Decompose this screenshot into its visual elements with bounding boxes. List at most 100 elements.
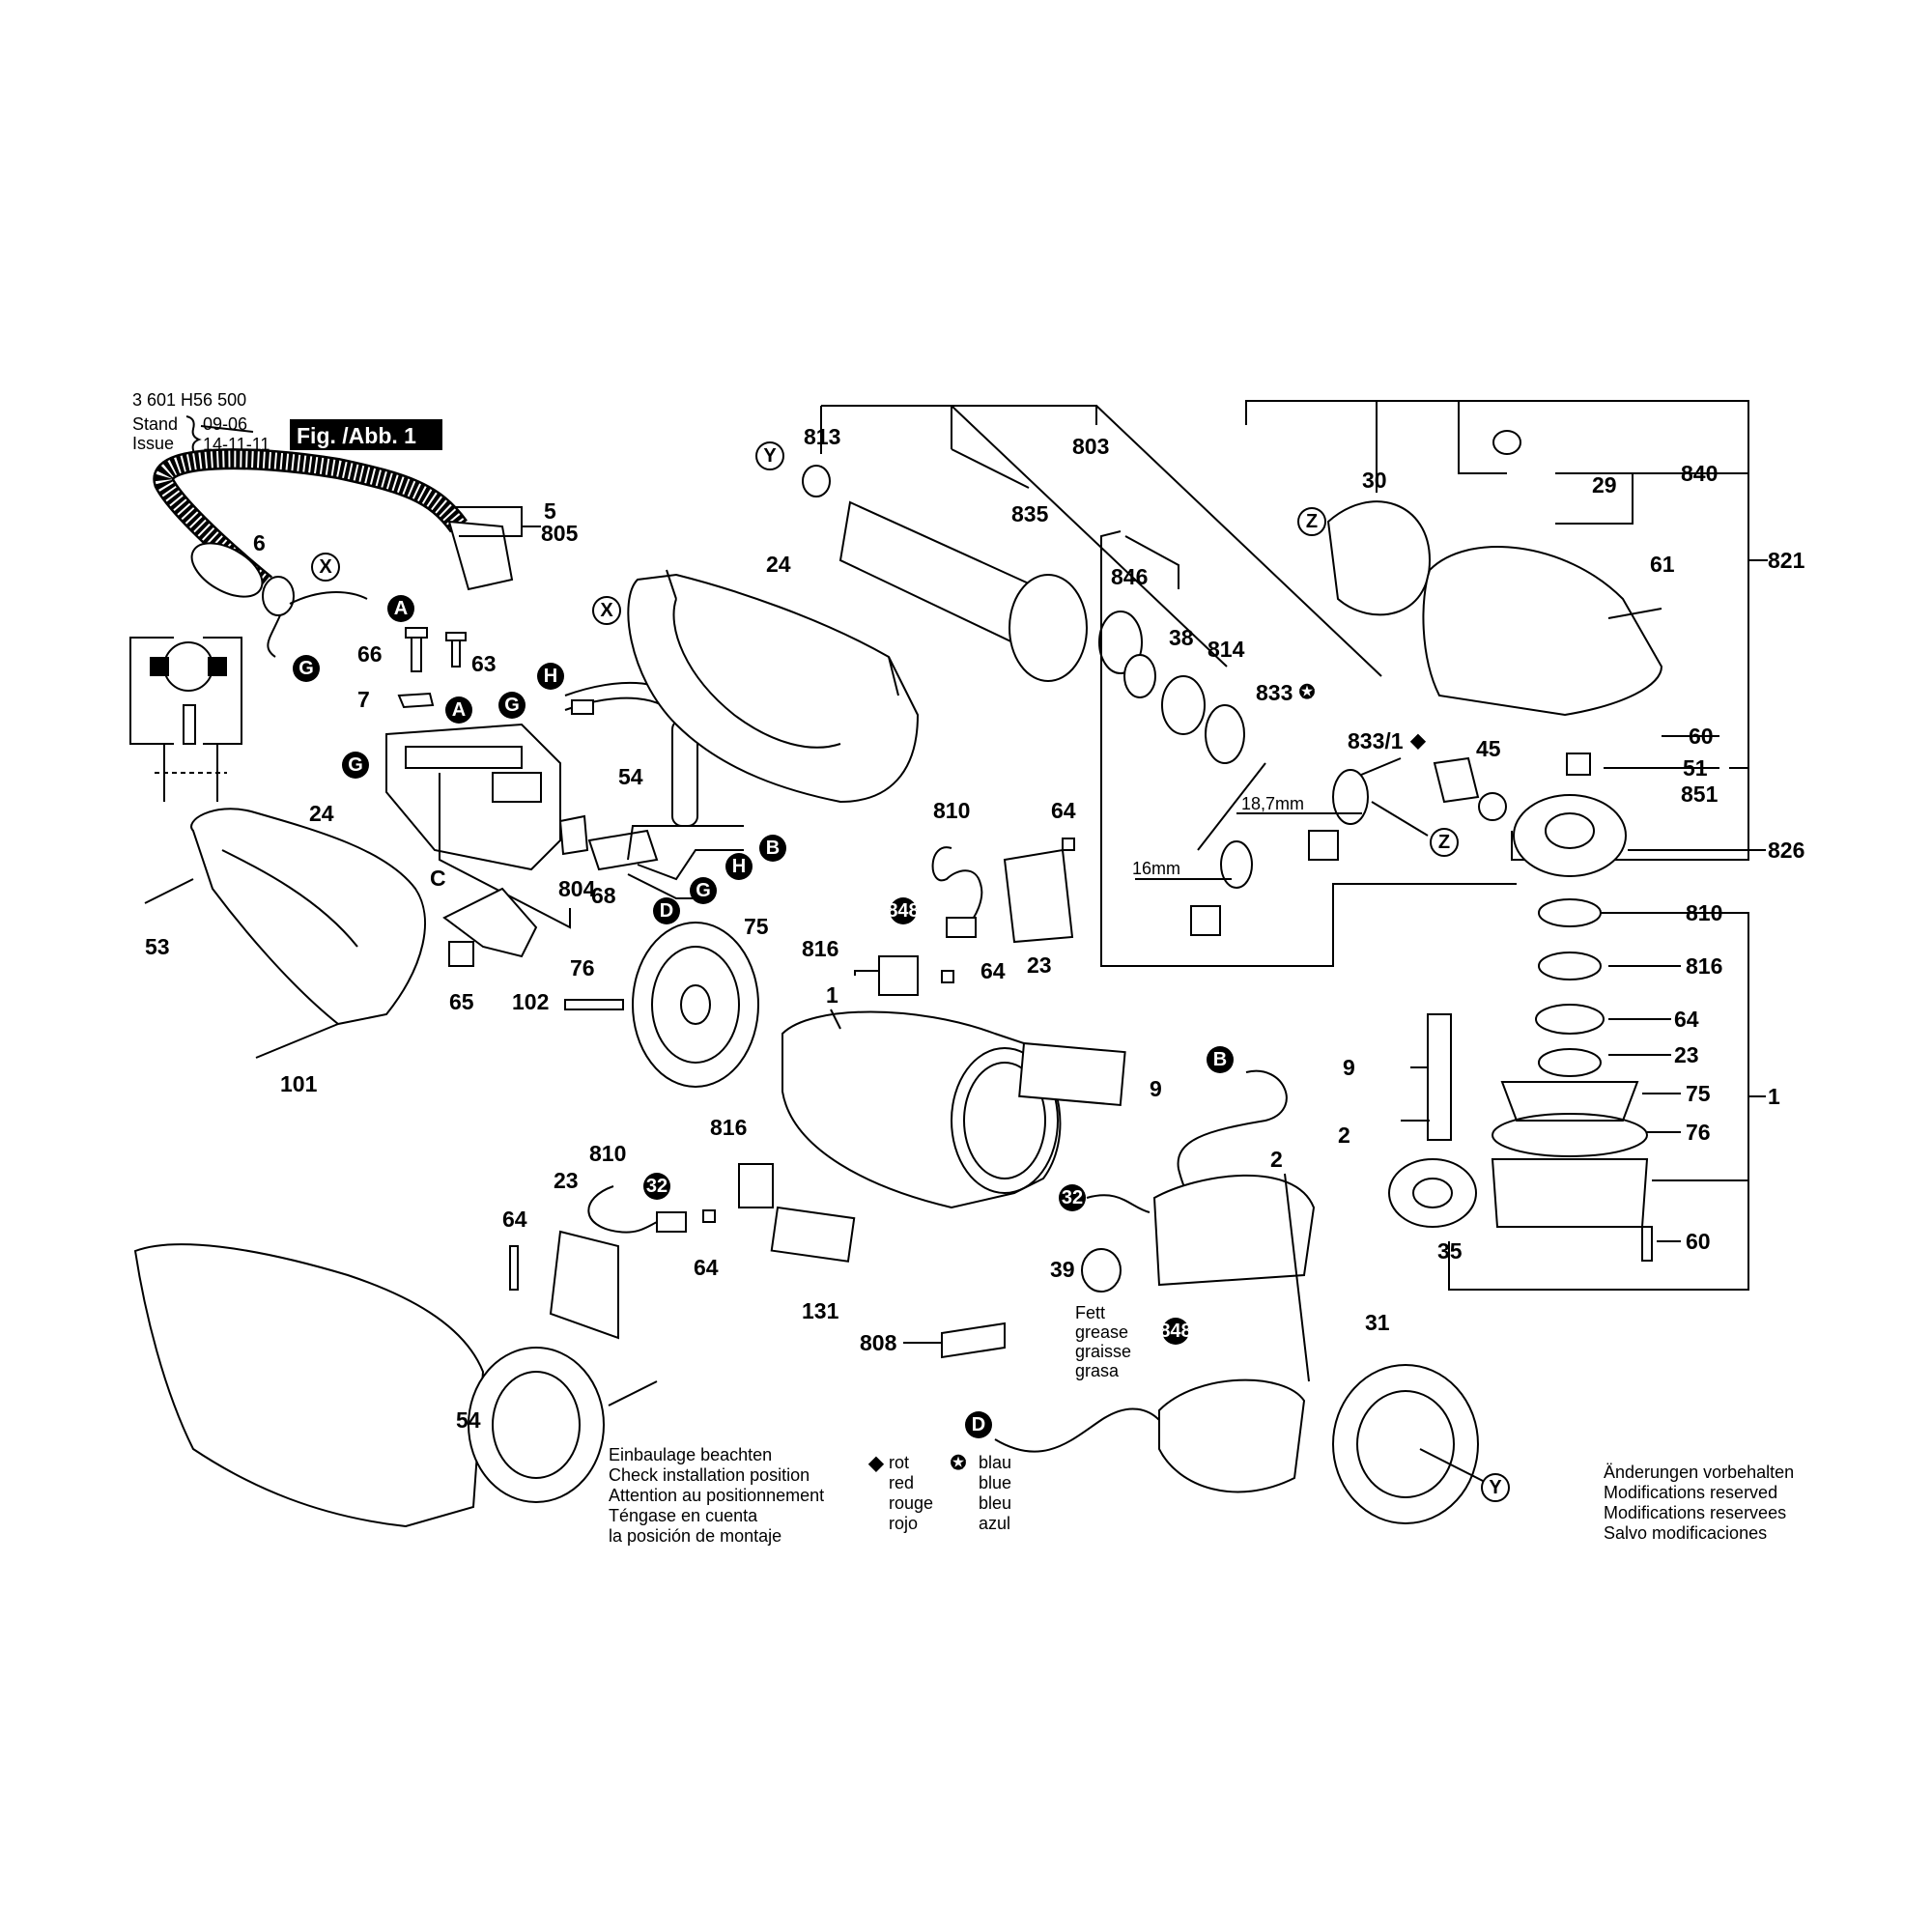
callout-29: 29	[1592, 472, 1617, 497]
dim-16mm: 16mm	[1132, 859, 1180, 878]
grease-39-icon	[1081, 1248, 1122, 1293]
field-coil-lower-icon	[1158, 1378, 1306, 1493]
callout-816-text: 816	[802, 936, 838, 961]
screw-64c-icon	[702, 1209, 716, 1223]
connector-x-icon	[311, 553, 340, 582]
housing-half-bottom: 24 53 65 102 101	[144, 801, 549, 1096]
connector-h2-icon	[725, 853, 753, 880]
connector-b-label: A	[394, 598, 408, 619]
connector-x2-icon	[592, 596, 621, 625]
brush-icon	[946, 917, 977, 938]
bearing-flange-icon	[1491, 1158, 1649, 1228]
stand-label: Stand	[132, 414, 178, 434]
callout-846: 846	[1111, 564, 1148, 589]
gear-housing-icon	[1422, 546, 1663, 717]
grease-fr: graisse	[1075, 1342, 1131, 1361]
connectors-left: X A G A G H G G B H G D	[293, 553, 786, 924]
figure-label-box	[290, 419, 442, 450]
ring-28-icon	[1492, 1113, 1648, 1157]
screw-60-icon	[1641, 1226, 1653, 1262]
screw-63-icon	[451, 637, 461, 668]
rear-handle-icon	[190, 808, 426, 1026]
brush-holder-816-icon	[878, 955, 919, 996]
connector-b2-label: A	[452, 699, 466, 721]
callout-60b: 60	[1686, 1229, 1711, 1254]
connector-f2-icon	[1162, 1318, 1189, 1345]
inset-housing-icon	[133, 1243, 485, 1528]
switch-assembly: 66 63 7 C 804 68	[357, 627, 744, 929]
connector-z2-icon	[1297, 507, 1326, 536]
field-group: B 32 2 39 Fett grease graisse grasa 848 …	[965, 1046, 1316, 1493]
diamond-legend-icon: ◆	[867, 1453, 884, 1474]
housing-half-top: 24 X	[592, 552, 920, 804]
callout-64d-text: 64	[502, 1207, 527, 1232]
callout-25: 9	[1343, 1055, 1355, 1080]
connector-g-label-text: G	[504, 695, 520, 716]
wiring-schematic	[129, 637, 242, 802]
callout-23-text: 23	[1027, 952, 1052, 978]
legend-star-es: azul	[979, 1514, 1010, 1533]
dim-18-7mm: 18,7mm	[1241, 794, 1304, 813]
connector-e2-label: 32	[1062, 1187, 1083, 1208]
callout-68: 804	[558, 876, 596, 901]
callout-804: C	[430, 866, 446, 891]
notes: Einbaulage beachten Check installation p…	[609, 1445, 1794, 1546]
callout-6: 6	[253, 530, 266, 555]
callout-64c-text: 64	[694, 1255, 719, 1280]
figure-label: Fig. /Abb. 1	[297, 423, 416, 448]
grease-en: grease	[1075, 1322, 1128, 1342]
strike-through-line	[200, 425, 254, 433]
callout-5: 5	[544, 498, 556, 524]
screw-64b-icon	[1062, 838, 1075, 851]
connector-c-icon	[653, 897, 680, 924]
connector-c-label: D	[660, 900, 673, 922]
label-808-icon	[941, 1321, 1006, 1359]
connector-y-icon	[755, 441, 784, 470]
callout-822: 1	[1768, 1084, 1780, 1109]
callout-64-text: 64	[980, 958, 1006, 983]
star-legend-icon: ✪	[951, 1453, 967, 1474]
callout-39-text: 39	[1050, 1257, 1075, 1282]
brush-holder-lower-icon	[738, 1163, 774, 1208]
callout-826: 826	[1768, 838, 1804, 863]
bearing-850-icon	[1538, 1048, 1602, 1077]
connector-f-icon	[890, 897, 917, 924]
bearing-814-icon	[1205, 704, 1245, 764]
carbon-brush-2-icon	[1190, 905, 1221, 936]
connector-d2-icon	[1207, 1046, 1234, 1073]
callout-34: 75	[1686, 1081, 1711, 1106]
fan-group: 75 76	[564, 914, 769, 1088]
connector-h2-label: H	[732, 856, 746, 877]
callout-24b: 24	[309, 801, 334, 826]
install-note-en: Check installation position	[609, 1465, 810, 1485]
callout-61: 61	[1650, 552, 1675, 577]
callout-803: 803	[1072, 434, 1109, 459]
callout-102: 65	[449, 989, 474, 1014]
screw-76-icon	[564, 999, 624, 1010]
brush-holder-icon	[1332, 769, 1369, 825]
connector-y2-icon	[1481, 1473, 1510, 1502]
callout-23b-text: 23	[554, 1168, 579, 1193]
callout-28: 76	[1686, 1120, 1711, 1145]
callout-65: 53	[145, 934, 170, 959]
connector-a2-icon	[342, 752, 369, 779]
callout-7: 7	[357, 687, 370, 712]
screw-64d-icon	[509, 1245, 519, 1291]
armature-fan-icon	[1009, 574, 1088, 682]
connector-z-icon	[1430, 828, 1459, 857]
connector-a-label: G	[298, 658, 314, 679]
callout-833: 833	[1256, 680, 1293, 705]
callout-840: 840	[1681, 461, 1718, 486]
callout-53: 68	[591, 883, 616, 908]
grease-es: grasa	[1075, 1361, 1120, 1380]
connector-g-icon	[498, 692, 526, 719]
trigger-icon	[442, 887, 538, 958]
connector-h-label: H	[544, 666, 557, 687]
spindle-25-icon	[1427, 1013, 1452, 1141]
connector-d-label: B	[766, 838, 780, 859]
callout-64b-text: 64	[1051, 798, 1076, 823]
connector-e-label: 32	[646, 1176, 668, 1197]
brush-cap-lower-icon	[549, 1230, 619, 1340]
callout-805: 805	[541, 521, 579, 546]
legend-star-en: blue	[979, 1473, 1011, 1492]
